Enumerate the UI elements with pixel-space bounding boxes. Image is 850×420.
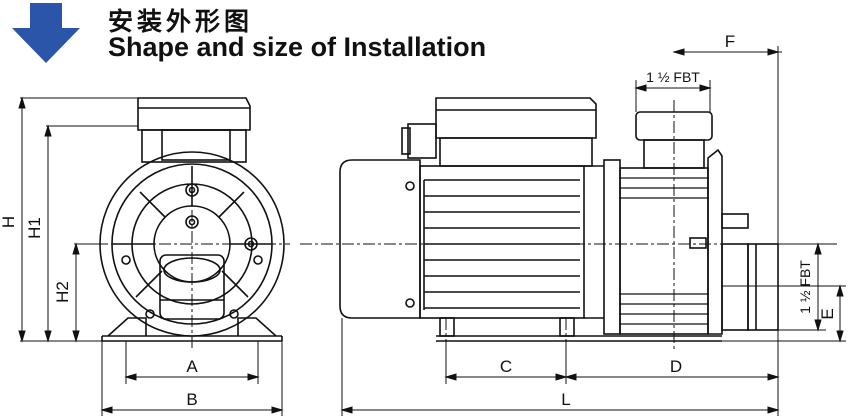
title-english: Shape and size of Installation <box>108 32 487 62</box>
dim-label-L: L <box>561 390 570 409</box>
front-centerlines <box>96 168 290 348</box>
dim-label-C: C <box>500 357 512 376</box>
side-centerlines <box>300 100 840 350</box>
dim-label-H1: H1 <box>25 217 44 239</box>
down-arrow-icon <box>12 3 80 63</box>
dim-label-F: F <box>725 32 735 51</box>
dim-label-H: H <box>0 216 18 228</box>
dim-label-D: D <box>670 357 682 376</box>
title-chinese: 安装外形图 <box>108 7 254 36</box>
side-dimensions <box>340 46 846 416</box>
dim-label-A: A <box>186 357 198 376</box>
dim-label-E: E <box>818 308 837 319</box>
side-view <box>339 97 779 342</box>
outlet-size-label: 1 ½ FBT <box>646 69 700 85</box>
housing-ribs <box>620 177 708 325</box>
front-dimensions <box>18 96 284 416</box>
inlet-size-label: 1 ½ FBT <box>797 260 813 314</box>
dim-label-H2: H2 <box>53 281 72 303</box>
dim-label-B: B <box>186 390 197 409</box>
